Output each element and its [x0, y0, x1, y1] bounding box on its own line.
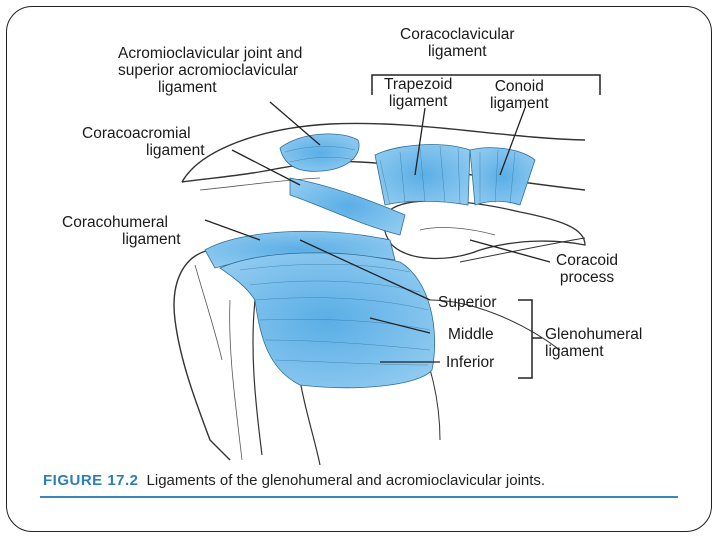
label-glenohumeral: Glenohumeral ligament — [545, 326, 642, 360]
label-glenohumeral-line-1: Glenohumeral — [545, 326, 642, 343]
label-ac-joint-line-3: ligament — [118, 79, 302, 96]
ac-ligament-shape — [280, 134, 359, 171]
label-conoid: Conoid ligament — [490, 78, 549, 112]
label-ac-joint-line-2: superior acromioclavicular — [118, 62, 302, 79]
figure-number: FIGURE 17.2 — [43, 472, 139, 489]
label-ac-joint-line-1: Acromioclavicular joint and — [118, 45, 302, 62]
label-coracoacromial-line-1: Coracoacromial — [82, 125, 205, 142]
label-coracoclavicular-line-2: ligament — [400, 43, 515, 60]
leader-coracohumeral — [205, 220, 260, 240]
label-coracoid: Coracoid process — [556, 252, 618, 286]
label-inferior: Inferior — [446, 354, 494, 371]
label-coracohumeral-line-1: Coracohumeral — [62, 214, 181, 231]
figure-caption: FIGURE 17.2 Ligaments of the glenohumeral… — [43, 472, 545, 489]
label-superior: Superior — [438, 294, 497, 311]
label-ac-joint: Acromioclavicular joint and superior acr… — [118, 45, 302, 96]
label-coracoid-line-1: Coracoid — [556, 252, 618, 269]
label-conoid-line-1: Conoid — [490, 78, 549, 95]
label-glenohumeral-line-2: ligament — [545, 343, 642, 360]
humeral-head-outline — [174, 250, 230, 460]
label-trapezoid-line-2: ligament — [384, 93, 452, 110]
label-coracohumeral: Coracohumeral ligament — [62, 214, 181, 248]
label-middle: Middle — [448, 326, 494, 343]
label-coracoacromial: Coracoacromial ligament — [82, 125, 205, 159]
label-trapezoid-line-1: Trapezoid — [384, 76, 452, 93]
figure-caption-text: Ligaments of the glenohumeral and acromi… — [147, 472, 546, 489]
label-coracoid-line-2: process — [556, 269, 618, 286]
glenohumeral-bracket — [518, 300, 532, 378]
caption-rule — [40, 496, 678, 498]
label-coracoclavicular: Coracoclavicular ligament — [400, 26, 515, 60]
label-coracohumeral-line-2: ligament — [62, 231, 181, 248]
label-coracoacromial-line-2: ligament — [82, 142, 205, 159]
glenohumeral-capsule-shape — [220, 253, 435, 388]
label-conoid-line-2: ligament — [490, 95, 549, 112]
label-trapezoid: Trapezoid ligament — [384, 76, 452, 110]
leader-ac — [270, 102, 320, 145]
coracoid-shape — [384, 201, 585, 259]
label-coracoclavicular-line-1: Coracoclavicular — [400, 26, 515, 43]
